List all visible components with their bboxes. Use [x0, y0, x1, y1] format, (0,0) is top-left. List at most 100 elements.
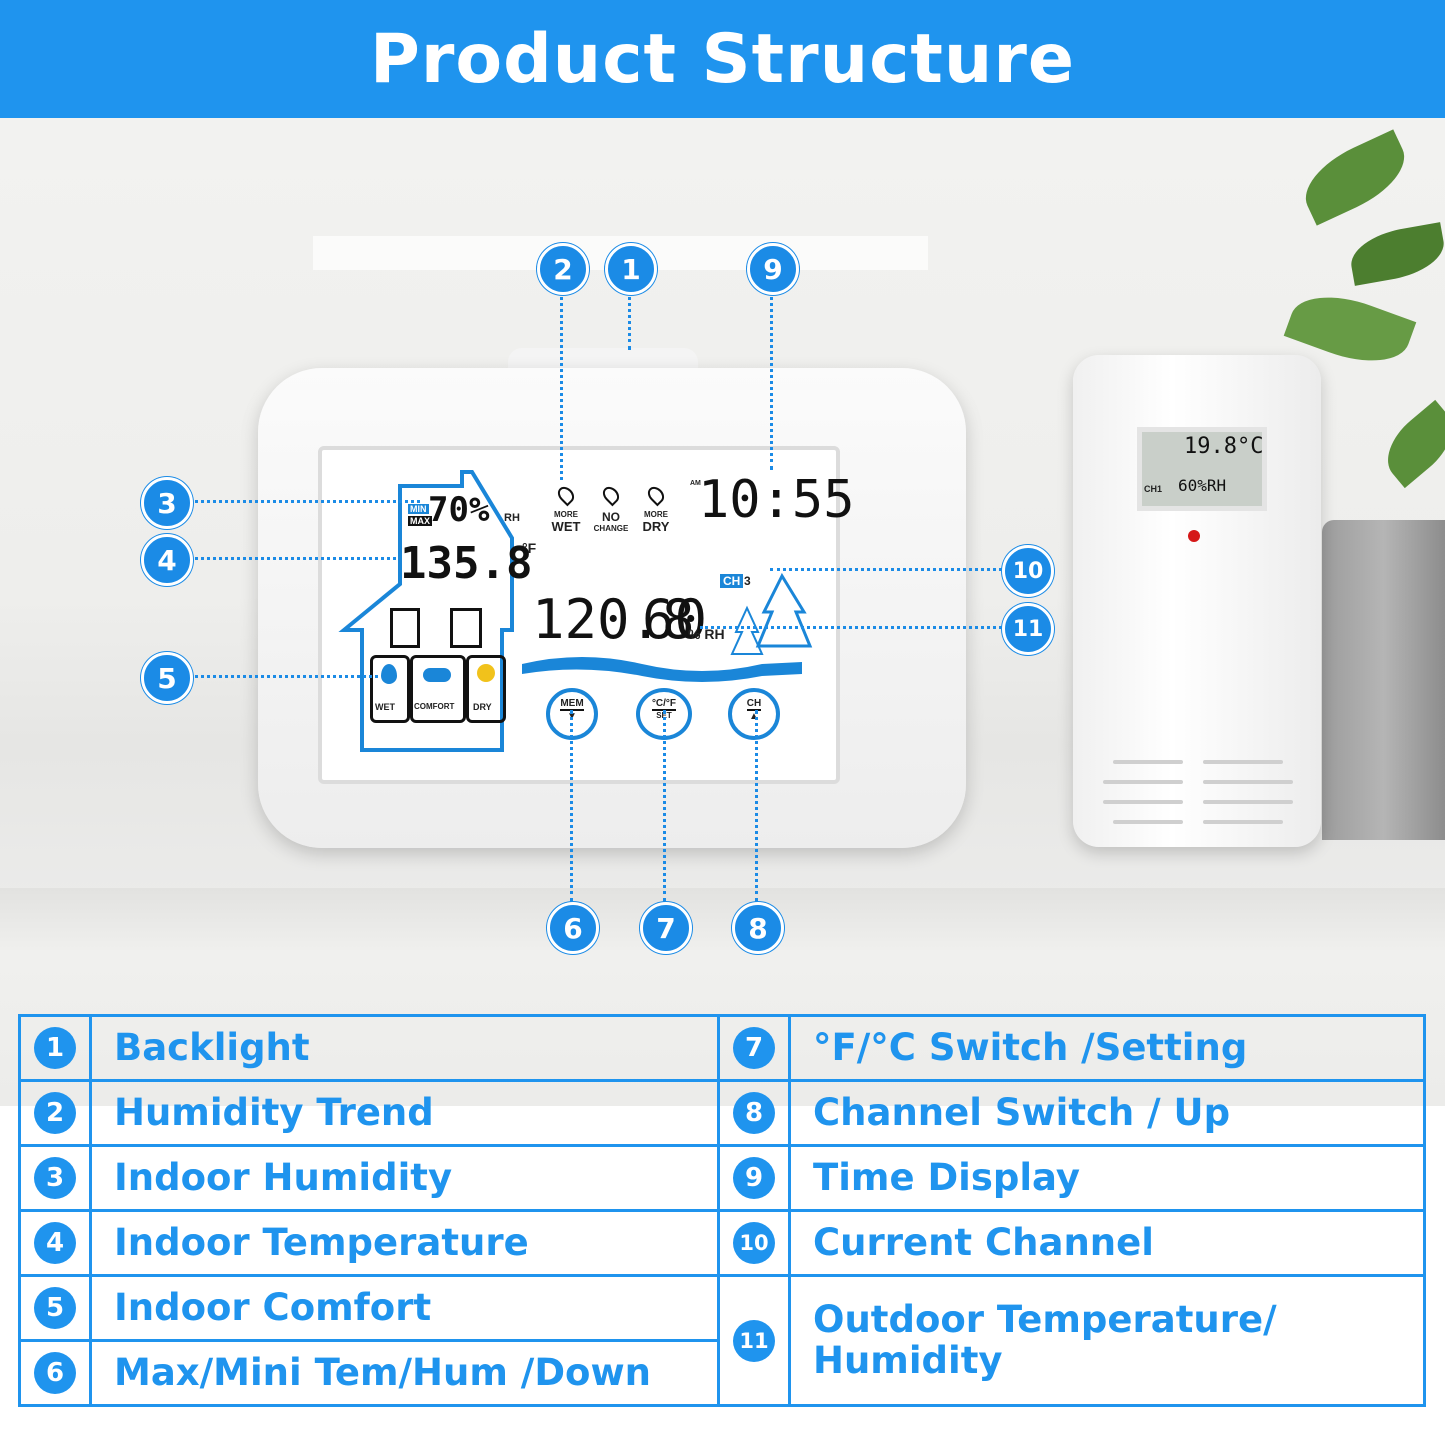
callout-8: 8 [732, 902, 784, 954]
legend-number: 1 [34, 1027, 76, 1069]
sensor-screen: 19.8°C CH1 60%RH [1137, 427, 1267, 511]
house-outline [338, 470, 813, 752]
time-value: 10:55 [698, 470, 855, 530]
callout-6: 6 [547, 902, 599, 954]
legend-row: 6 Max/Mini Tem/Hum /Down [18, 1339, 1425, 1407]
vent-slot [1113, 760, 1183, 764]
console-screen: MIN MAX 70% RH 135.8 °F WET COMFORT DRY … [318, 446, 855, 784]
legend-number: 9 [733, 1157, 775, 1199]
legend-number: 6 [34, 1352, 76, 1394]
channel-label: CH [720, 574, 744, 588]
legend-row: 2 Humidity Trend 8 Channel Switch / Up [18, 1079, 1426, 1147]
callout-line [755, 710, 758, 902]
indoor-humidity-unit: RH [504, 512, 520, 524]
legend-label: Outdoor Temperature/ Humidity [788, 1274, 1426, 1407]
window-icon [390, 608, 420, 648]
callout-line [663, 710, 666, 902]
vent-slot [1203, 780, 1293, 784]
callout-line [628, 290, 631, 350]
legend-label: Max/Mini Tem/Hum /Down [89, 1339, 720, 1407]
callout-line [570, 710, 573, 902]
weather-console: MIN MAX 70% RH 135.8 °F WET COMFORT DRY … [258, 348, 966, 848]
legend-label: Indoor Comfort [89, 1274, 720, 1342]
legend-number: 2 [34, 1092, 76, 1134]
legend-label: Backlight [89, 1014, 720, 1082]
legend-number: 3 [34, 1157, 76, 1199]
legend-table: 1 Backlight 7 °F/°C Switch /Setting 2 Hu… [18, 1014, 1426, 1407]
trend-dry: MORE DRY [636, 483, 676, 534]
sensor-channel: CH1 [1144, 484, 1163, 494]
legend-label: Channel Switch / Up [788, 1079, 1426, 1147]
callout-9: 9 [747, 243, 799, 295]
legend-number: 10 [733, 1222, 775, 1264]
callout-4: 4 [141, 534, 193, 586]
callout-line [770, 290, 773, 470]
vent-slot [1113, 820, 1183, 824]
comfort-ok-box: COMFORT [410, 655, 466, 723]
callout-11: 11 [1002, 603, 1054, 655]
trend-no-change: NO CHANGE [588, 483, 634, 533]
sensor-temperature: 19.8°C [1184, 434, 1264, 459]
up-arrow-icon: ▲ [749, 711, 759, 722]
indoor-humidity-value: 70% [428, 490, 490, 530]
comfort-wet-label: WET [375, 702, 395, 712]
callout-line [188, 675, 378, 678]
legend-label: Humidity Trend [89, 1079, 720, 1147]
plant-pot [1322, 520, 1445, 840]
outdoor-humidity-unit: % RH [688, 626, 725, 642]
legend-row: 1 Backlight 7 °F/°C Switch /Setting [18, 1014, 1426, 1082]
comfort-wet-box: WET [370, 655, 410, 723]
sensor-humidity: 60%RH [1178, 476, 1227, 495]
am-label: AM [690, 480, 701, 487]
callout-5: 5 [141, 652, 193, 704]
vent-slot [1103, 800, 1183, 804]
cloud-icon [423, 668, 451, 682]
legend-number: 11 [733, 1319, 775, 1362]
sensor-led [1188, 530, 1200, 542]
callout-3: 3 [141, 477, 193, 529]
banner: Product Structure [0, 0, 1445, 118]
vent-slot [1203, 800, 1293, 804]
outdoor-sensor: 19.8°C CH1 60%RH [1073, 355, 1321, 847]
callout-line [560, 290, 563, 480]
min-label: MIN [408, 504, 429, 514]
outdoor-humidity-value: 60 [642, 588, 708, 651]
callout-line [770, 568, 1002, 571]
vent-slot [1203, 820, 1283, 824]
door-icon [450, 608, 482, 648]
vent-slot [1203, 760, 1283, 764]
legend-label: Current Channel [788, 1209, 1426, 1277]
legend-row: 3 Indoor Humidity 9 Time Display [18, 1144, 1426, 1212]
legend-label: Time Display [788, 1144, 1426, 1212]
comfort-dry-box: DRY [466, 655, 506, 723]
legend-number: 7 [733, 1027, 775, 1069]
legend-row: 5 Indoor Comfort 11 Outdoor Temperature/… [18, 1274, 1426, 1407]
legend-number: 8 [733, 1092, 775, 1134]
indoor-temp-unit: °F [522, 540, 537, 556]
channel-up-button[interactable]: CH ▲ [728, 688, 780, 740]
callout-line [700, 626, 1002, 629]
callout-7: 7 [640, 902, 692, 954]
legend-label: Indoor Humidity [89, 1144, 720, 1212]
max-label: MAX [408, 516, 432, 526]
outdoor-temperature-value: 120.8 [532, 588, 695, 651]
legend-number: 5 [34, 1287, 76, 1329]
legend-label: °F/°C Switch /Setting [788, 1014, 1426, 1082]
callout-2: 2 [537, 243, 589, 295]
trend-drop-icon [599, 483, 623, 507]
legend-label: Indoor Temperature [89, 1209, 720, 1277]
callout-10: 10 [1002, 545, 1054, 597]
indoor-temperature-value: 135.8 [400, 538, 533, 589]
sun-icon [477, 664, 495, 682]
banner-title: Product Structure [370, 19, 1075, 99]
water-drop-icon [381, 664, 397, 684]
trend-drop-icon [644, 483, 668, 507]
legend-number: 4 [34, 1222, 76, 1264]
comfort-ok-label: COMFORT [414, 702, 455, 711]
trend-wet: MORE WET [546, 483, 586, 534]
callout-line [188, 557, 396, 560]
channel-number: 3 [744, 574, 751, 588]
callout-1: 1 [605, 243, 657, 295]
trend-drop-icon [554, 483, 578, 507]
callout-line [188, 500, 420, 503]
